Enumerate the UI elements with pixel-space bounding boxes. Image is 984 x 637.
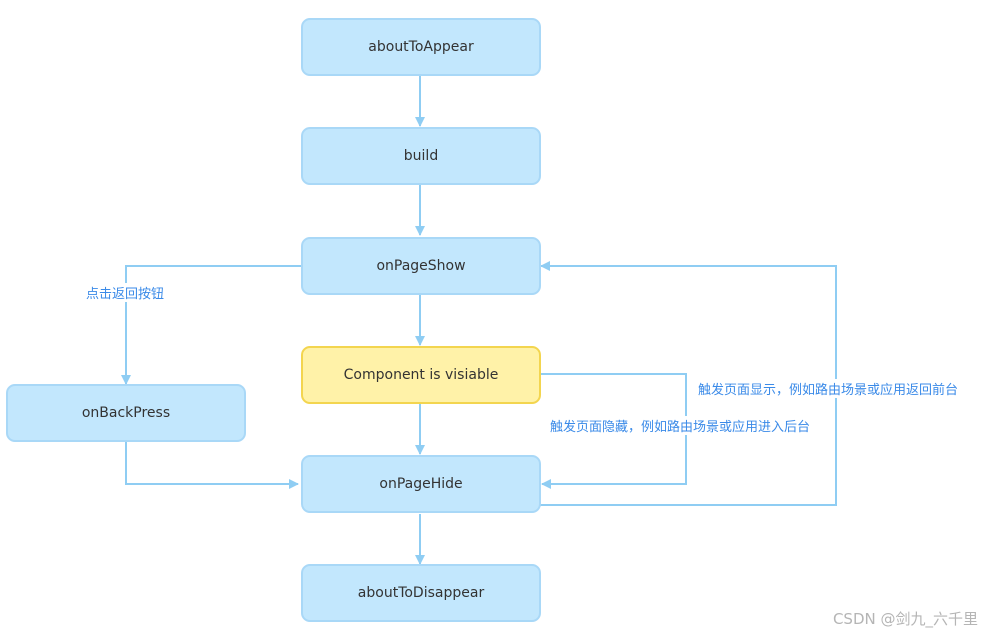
node-build: build (301, 127, 541, 185)
node-on-page-hide-label: onPageHide (379, 476, 463, 492)
node-on-back-press-label: onBackPress (81, 405, 171, 421)
node-about-to-appear: aboutToAppear (301, 18, 541, 76)
label-hide-trigger: 触发页面隐藏，例如路由场景或应用进入后台 (548, 416, 813, 435)
node-component-visible-label: Component is visiable (343, 367, 499, 383)
node-about-to-appear-label: aboutToAppear (368, 39, 474, 55)
node-about-to-disappear-label: aboutToDisappear (357, 585, 485, 601)
node-on-page-show-label: onPageShow (376, 258, 466, 274)
label-show-trigger: 触发页面显示，例如路由场景或应用返回前台 (696, 379, 961, 398)
node-component-visible: Component is visiable (301, 346, 541, 404)
label-back-button: 点击返回按钮 (84, 283, 167, 302)
node-about-to-disappear: aboutToDisappear (301, 564, 541, 622)
node-build-label: build (403, 148, 439, 164)
watermark: CSDN @剑九_六千里 (832, 610, 978, 628)
node-on-page-hide: onPageHide (301, 455, 541, 513)
node-on-page-show: onPageShow (301, 237, 541, 295)
edge-backpress-to-pagehide (125, 442, 299, 489)
edge-pageshow-to-backpress (121, 265, 301, 385)
node-on-back-press: onBackPress (6, 384, 246, 442)
